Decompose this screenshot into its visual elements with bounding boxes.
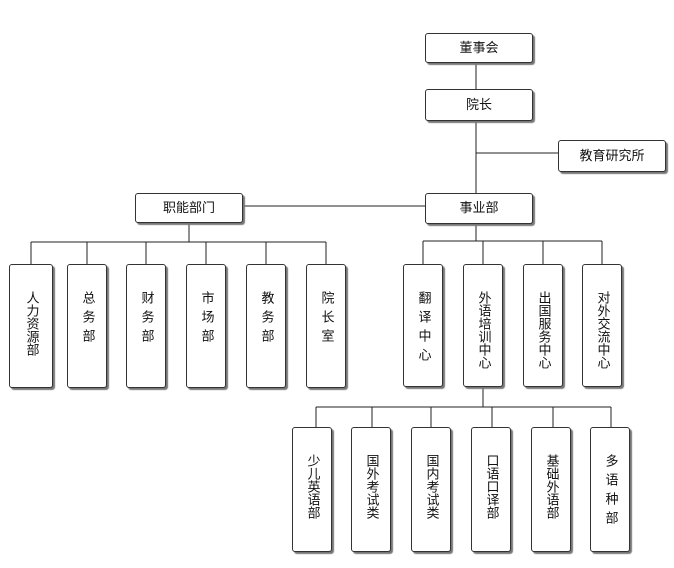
- functional-unit-1: 人力资源部: [9, 264, 53, 388]
- functional-unit-label: 市场部: [198, 291, 214, 348]
- president-node: 院长: [425, 89, 533, 121]
- functional-unit-5: 教务部: [246, 264, 286, 388]
- training-unit-label: 少儿英语部: [304, 454, 320, 519]
- functional-unit-label: 总务部: [79, 291, 95, 348]
- business-unit-1: 翻译中心: [403, 264, 443, 387]
- training-unit-4: 口语口译部: [471, 427, 511, 552]
- business-unit-label: 出国服务中心: [535, 291, 551, 369]
- business-unit-2: 外语培训中心: [463, 264, 503, 387]
- functional-unit-label: 财务部: [138, 291, 154, 348]
- business-unit-label: 外语培训中心: [475, 291, 491, 369]
- functional-unit-label: 院长室: [318, 291, 334, 348]
- training-unit-1: 少儿英语部: [292, 427, 332, 552]
- business-unit-3: 出国服务中心: [523, 264, 563, 387]
- board-node: 董事会: [425, 33, 533, 63]
- functional-unit-2: 总务部: [67, 264, 107, 388]
- research-institute-node: 教育研究所: [558, 140, 666, 172]
- training-unit-label: 国外考试类: [363, 454, 379, 519]
- training-unit-6: 多语种部: [590, 427, 630, 552]
- research-institute-label: 教育研究所: [579, 148, 645, 164]
- functional-departments-node: 职能部门: [135, 193, 243, 223]
- functional-unit-3: 财务部: [126, 264, 166, 388]
- business-division-node: 事业部: [425, 193, 533, 224]
- training-unit-label: 国内考试类: [423, 454, 439, 519]
- functional-unit-4: 市场部: [186, 264, 226, 388]
- training-unit-label: 口语口译部: [483, 454, 499, 519]
- functional-departments-label: 职能部门: [162, 200, 215, 216]
- business-division-label: 事业部: [459, 201, 499, 216]
- functional-unit-label: 人力资源部: [23, 291, 39, 356]
- training-unit-2: 国外考试类: [351, 427, 391, 552]
- board-label: 董事会: [459, 40, 499, 56]
- business-unit-label: 翻译中心: [415, 291, 431, 367]
- training-unit-label: 多语种部: [602, 454, 618, 530]
- training-unit-3: 国内考试类: [411, 427, 451, 552]
- functional-unit-6: 院长室: [306, 264, 346, 388]
- training-unit-label: 基础外语部: [543, 454, 559, 519]
- business-unit-4: 对外交流中心: [582, 264, 622, 387]
- president-label: 院长: [465, 97, 492, 113]
- functional-unit-label: 教务部: [258, 291, 274, 348]
- training-unit-5: 基础外语部: [531, 427, 571, 552]
- business-unit-label: 对外交流中心: [594, 291, 610, 369]
